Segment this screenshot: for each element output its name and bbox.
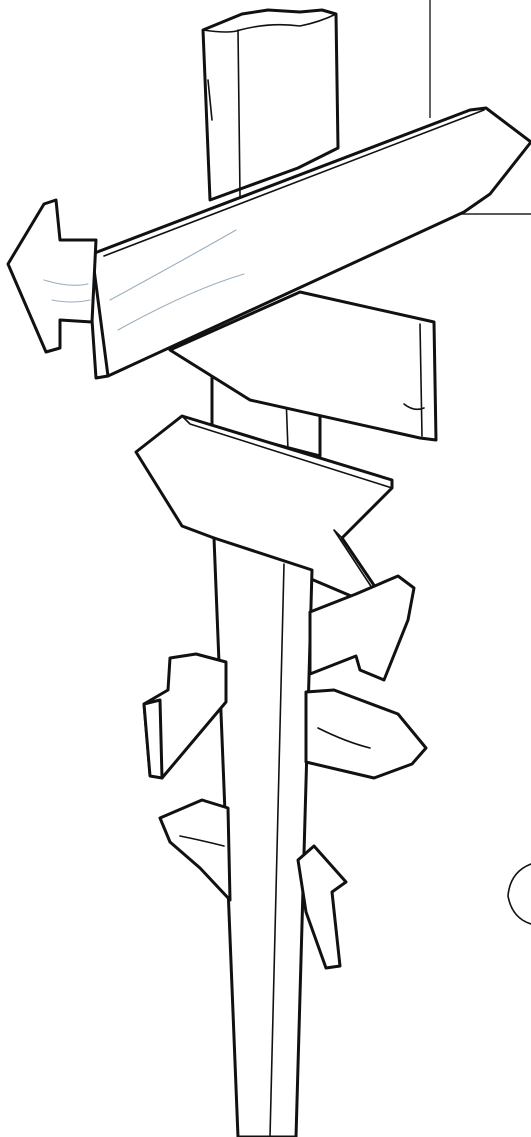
sign-arrow-notched <box>134 414 394 606</box>
sign-board-left-lower <box>142 652 228 780</box>
sign-arrow-left-bottom <box>158 798 232 902</box>
sign-arrow-top <box>6 106 531 380</box>
background-frame-lines <box>429 0 531 215</box>
post-stake <box>212 536 314 1137</box>
sign-arrow-right-lower <box>304 688 428 780</box>
sign-arrow-right-bottom <box>296 844 348 970</box>
post-top <box>201 8 340 202</box>
partial-object-right-edge <box>507 863 531 925</box>
sign-arrow-right-mid <box>308 574 416 682</box>
sign-board-right-back <box>168 290 438 442</box>
